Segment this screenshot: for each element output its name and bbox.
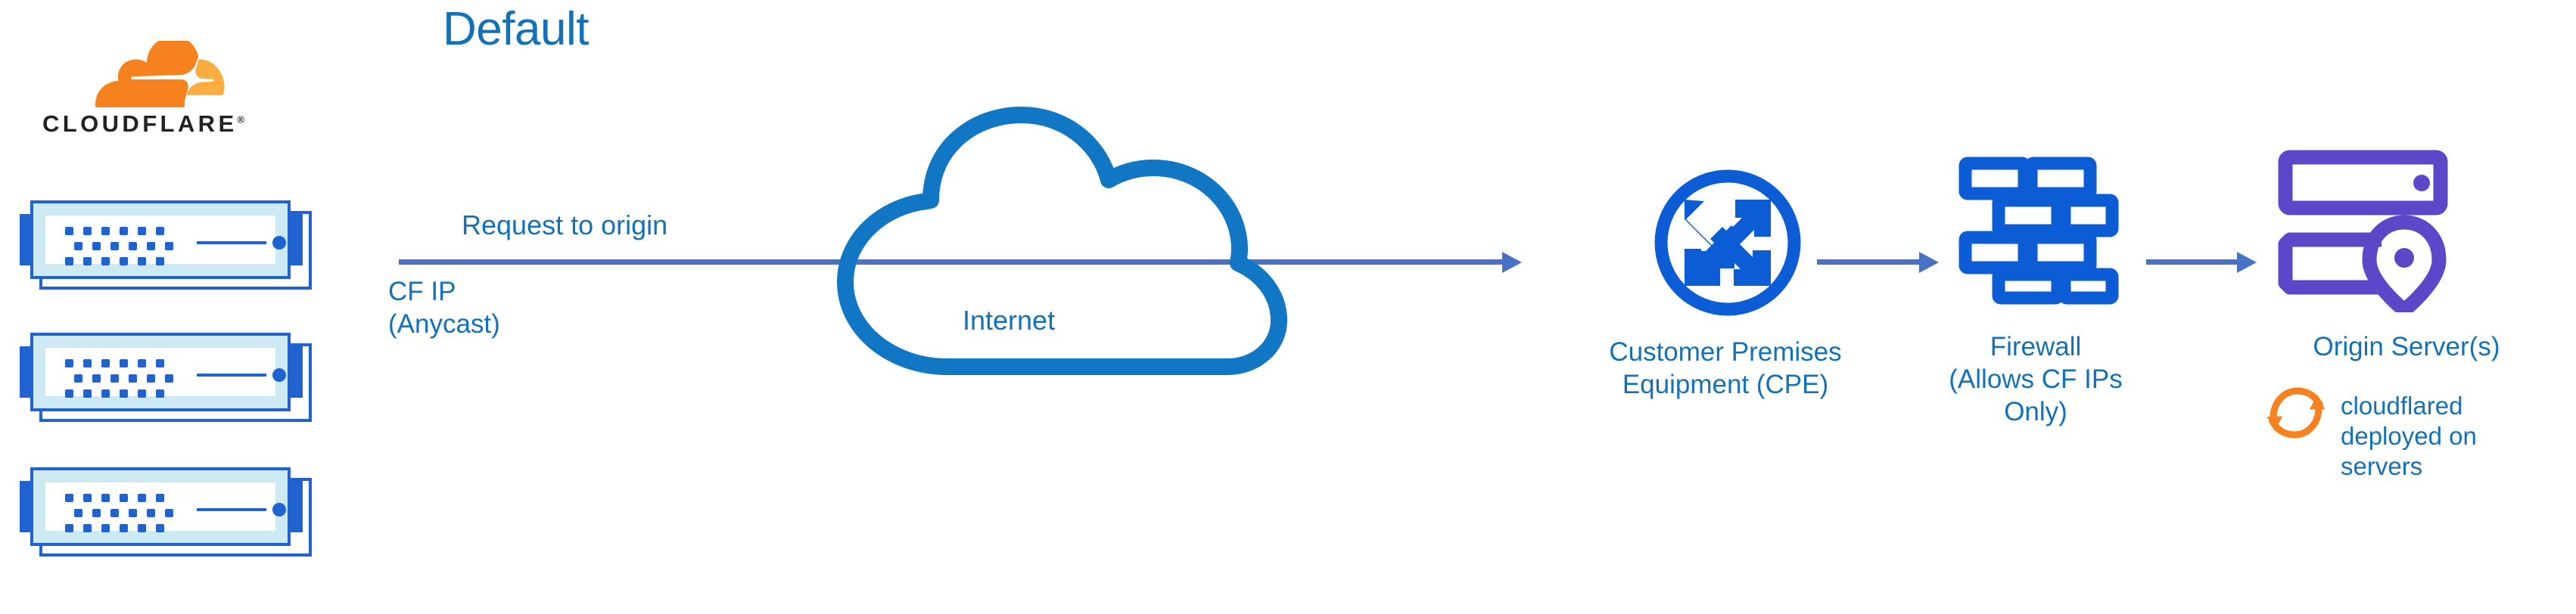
rack-body xyxy=(30,467,291,546)
rack-status-line xyxy=(197,241,266,244)
cloudflare-wordmark: CLOUDFLARE® xyxy=(42,110,244,138)
rack-face xyxy=(45,348,286,398)
rack-led-indicator xyxy=(272,368,286,382)
rack-body xyxy=(30,200,291,279)
cf-ip-anycast-label: CF IP (Anycast) xyxy=(388,277,500,339)
firewall-label: Firewall (Allows CF IPs Only) xyxy=(1949,332,2123,426)
cloudflare-cloud-icon xyxy=(95,36,232,114)
registered-mark: ® xyxy=(237,113,245,126)
arrow-firewall-to-origin xyxy=(2146,259,2237,265)
rack-vent-dots xyxy=(65,494,179,537)
rack-tab-right xyxy=(288,481,303,532)
origin-server-icon-wrap xyxy=(2278,150,2456,318)
cloudflare-edge-server-2 xyxy=(18,333,315,422)
cloudflared-sync-icon-wrap xyxy=(2263,382,2329,448)
internet-cloud xyxy=(819,106,1296,382)
sync-refresh-icon xyxy=(2266,387,2326,439)
brick-wall-icon xyxy=(1958,157,2119,305)
cloud-icon xyxy=(837,107,1287,375)
rack-status-line xyxy=(197,374,266,377)
arrow-firewall-to-origin-head xyxy=(2237,252,2257,273)
cloudflare-logo: CLOUDFLARE® xyxy=(42,36,244,147)
router-icon xyxy=(1654,169,1801,316)
rack-tab-right xyxy=(288,346,303,398)
rack-vent-dots xyxy=(65,227,179,270)
rack-status-line xyxy=(197,508,266,511)
origin-label: Origin Server(s) xyxy=(2313,332,2500,361)
rack-vent-dots xyxy=(65,359,179,402)
rack-face xyxy=(45,216,286,265)
cpe-label: Customer Premises Equipment (CPE) xyxy=(1609,337,1842,399)
arrow-edge-to-cpe-head xyxy=(1502,252,1522,273)
cloudflared-note: cloudflared deployed on servers xyxy=(2341,392,2477,480)
rack-led-indicator xyxy=(272,503,286,516)
cloudflare-edge-server-1 xyxy=(18,200,315,290)
cpe-router-icon xyxy=(1652,167,1803,322)
rack-body xyxy=(30,333,291,411)
arrow-edge-to-cpe xyxy=(399,259,1502,265)
cloudflare-edge-server-3 xyxy=(18,467,315,557)
page-title: Default xyxy=(443,3,589,55)
firewall-icon-wrap xyxy=(1958,157,2119,309)
rack-led-indicator xyxy=(272,236,286,250)
arrow-cpe-to-firewall xyxy=(1817,259,1919,265)
server-location-pin-icon xyxy=(2278,150,2448,318)
internet-label: Internet xyxy=(963,305,1056,336)
arrow-cpe-to-firewall-head xyxy=(1919,252,1939,273)
request-to-origin-label: Request to origin xyxy=(462,209,668,240)
rack-face xyxy=(45,482,286,532)
rack-tab-right xyxy=(288,214,303,265)
wordmark-text: CLOUDFLARE xyxy=(42,110,238,137)
